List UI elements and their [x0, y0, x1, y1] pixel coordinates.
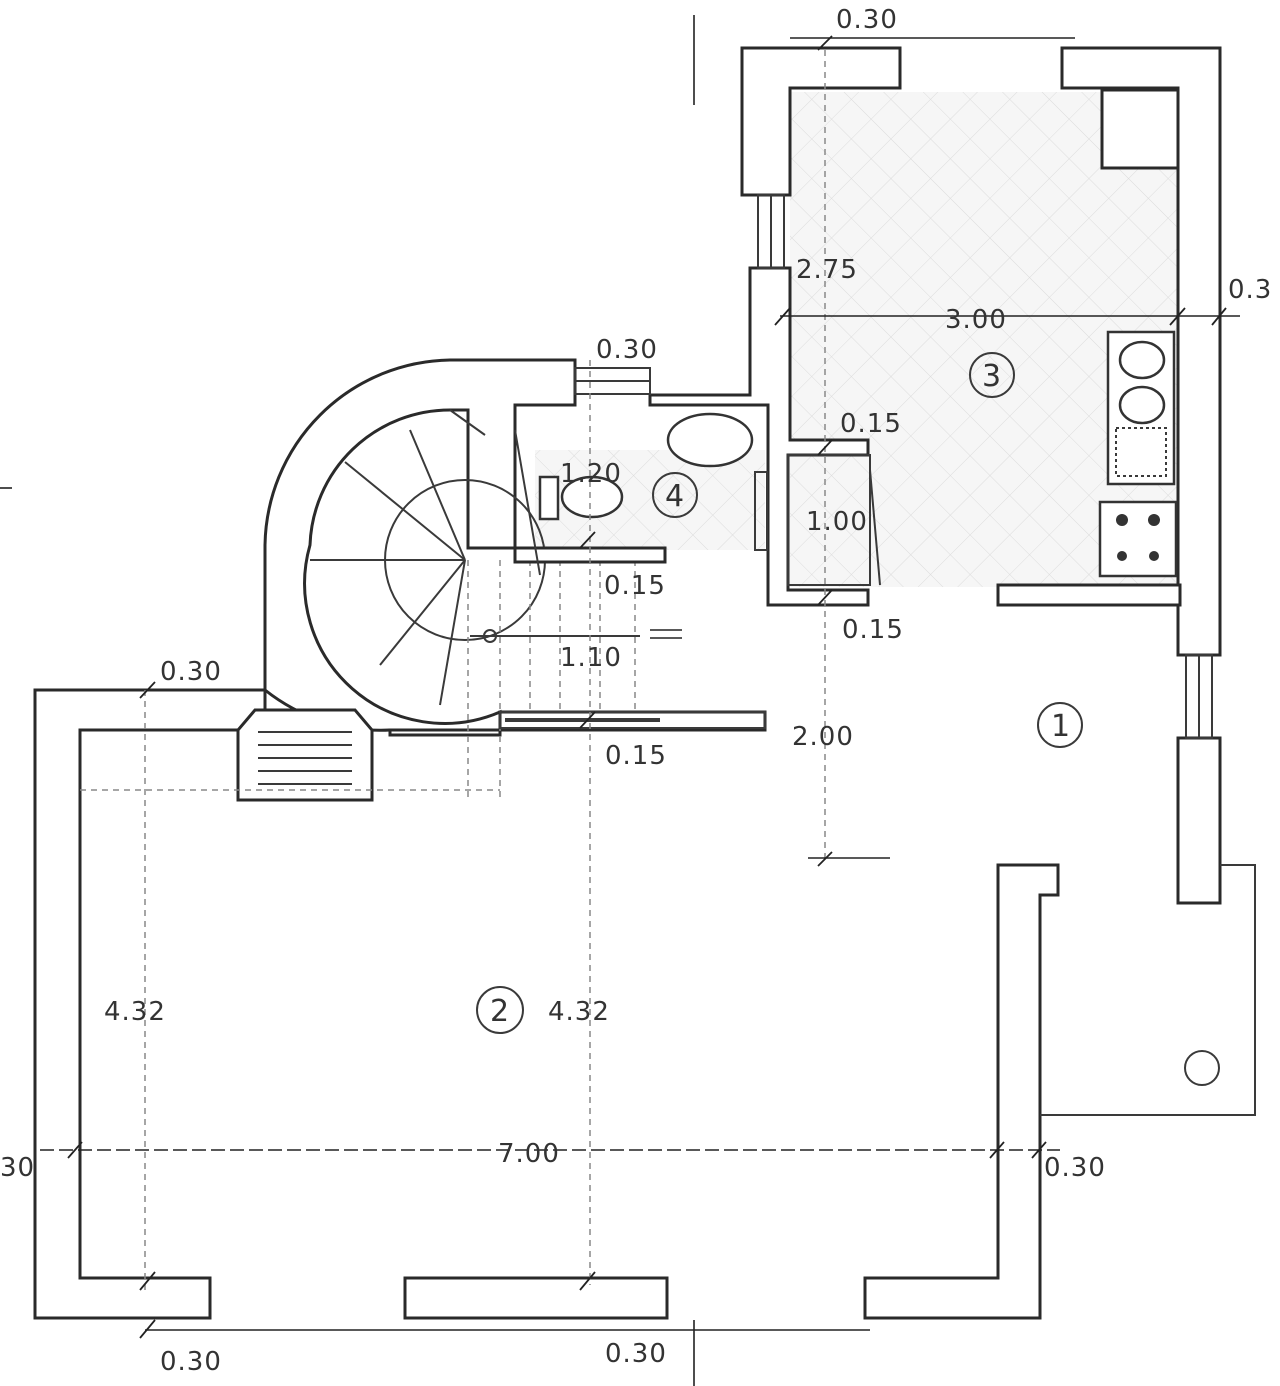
fireplace — [236, 708, 374, 802]
wall-living-left — [33, 688, 267, 1320]
porch-column — [1184, 1050, 1220, 1086]
dim-label-100: 1.00 — [806, 507, 868, 537]
dim-label-200: 2.00 — [792, 722, 854, 752]
dim-label-015-b: 0.15 — [604, 571, 666, 601]
wc-door — [754, 471, 768, 551]
wc-toilet — [560, 475, 624, 519]
spiral-stair — [310, 409, 640, 800]
wall-kitchen-bottom — [996, 583, 1182, 607]
dim-label-015-c: 0.15 — [842, 615, 904, 645]
sliding-door — [499, 711, 766, 729]
room-marker-3: 3 — [969, 352, 1015, 398]
wall-entrance-right — [1176, 736, 1222, 905]
dim-label-700: 7.00 — [498, 1139, 560, 1169]
dim-label-030-bottom-left: 0.30 — [160, 1347, 222, 1377]
wall-kitchen-top-left — [740, 46, 902, 197]
porch-outline — [1040, 864, 1256, 1116]
dim-label-030-right: 0.30 — [1044, 1153, 1106, 1183]
wall-living-right — [863, 863, 1060, 1320]
wall-kitchen-top-right — [1060, 46, 1222, 657]
dim-label-432-left: 4.32 — [104, 997, 166, 1027]
wall-living-bottom-mid — [403, 1276, 669, 1320]
fireplace-hatch — [258, 731, 352, 785]
dimension-lines — [0, 15, 1240, 1386]
wall-stair-tower — [263, 358, 577, 732]
dim-label-030-left-upper: 0.30 — [160, 657, 222, 687]
dim-label-030-top: 0.30 — [836, 5, 898, 35]
dim-label-300: 3.00 — [945, 305, 1007, 335]
kitchen-sink — [1106, 330, 1176, 486]
dim-label-030-stair: 0.30 — [596, 335, 658, 365]
kitchen-cabinet-top — [1100, 88, 1180, 170]
dim-label-30-left: 30 — [0, 1153, 35, 1183]
dim-label-030-bottom-center: 0.30 — [605, 1339, 667, 1369]
dim-label-432-center: 4.32 — [548, 997, 610, 1027]
pantry — [787, 454, 871, 586]
dim-label-110: 1.10 — [560, 643, 622, 673]
dim-label-015-d: 0.15 — [605, 741, 667, 771]
wall-kitchen-left — [648, 266, 870, 607]
room-number-1: 1 — [1051, 709, 1070, 744]
kitchen-stove — [1098, 500, 1178, 578]
wc-basin — [666, 412, 754, 468]
dim-label-120: 1.20 — [560, 459, 622, 489]
wc-tank — [538, 475, 560, 521]
room-marker-1: 1 — [1037, 702, 1083, 748]
room-number-4: 4 — [665, 479, 684, 514]
dim-label-015-a: 0.15 — [840, 409, 902, 439]
room-number-3: 3 — [982, 359, 1001, 394]
room-marker-4: 4 — [652, 472, 698, 518]
room-number-2: 2 — [490, 994, 509, 1029]
room-marker-2: 2 — [476, 986, 524, 1034]
dim-label-03-right: 0.3 — [1228, 275, 1272, 305]
dim-label-275: 2.75 — [796, 255, 858, 285]
